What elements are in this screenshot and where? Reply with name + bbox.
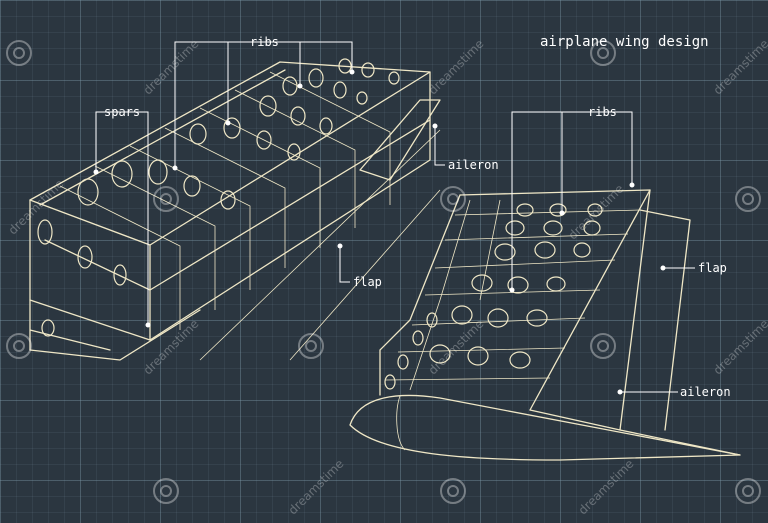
watermark-logo	[735, 186, 761, 212]
watermark-logo	[6, 40, 32, 66]
watermark-logo	[590, 40, 616, 66]
label-right-flap: flap	[698, 261, 727, 275]
watermark-logo	[153, 478, 179, 504]
watermark-logo	[440, 478, 466, 504]
label-right-ribs: ribs	[588, 105, 617, 119]
page-title: airplane wing design	[540, 34, 709, 50]
watermark-logo	[6, 333, 32, 359]
label-left-ribs: ribs	[250, 35, 279, 49]
watermark-logo	[153, 186, 179, 212]
watermark-logo	[440, 186, 466, 212]
label-right-aileron: aileron	[680, 385, 731, 399]
watermark-logo	[590, 333, 616, 359]
watermark-logo	[298, 333, 324, 359]
label-left-flap: flap	[353, 275, 382, 289]
watermark-logo	[735, 478, 761, 504]
label-spars: spars	[104, 105, 141, 119]
label-left-aileron: aileron	[448, 158, 499, 172]
